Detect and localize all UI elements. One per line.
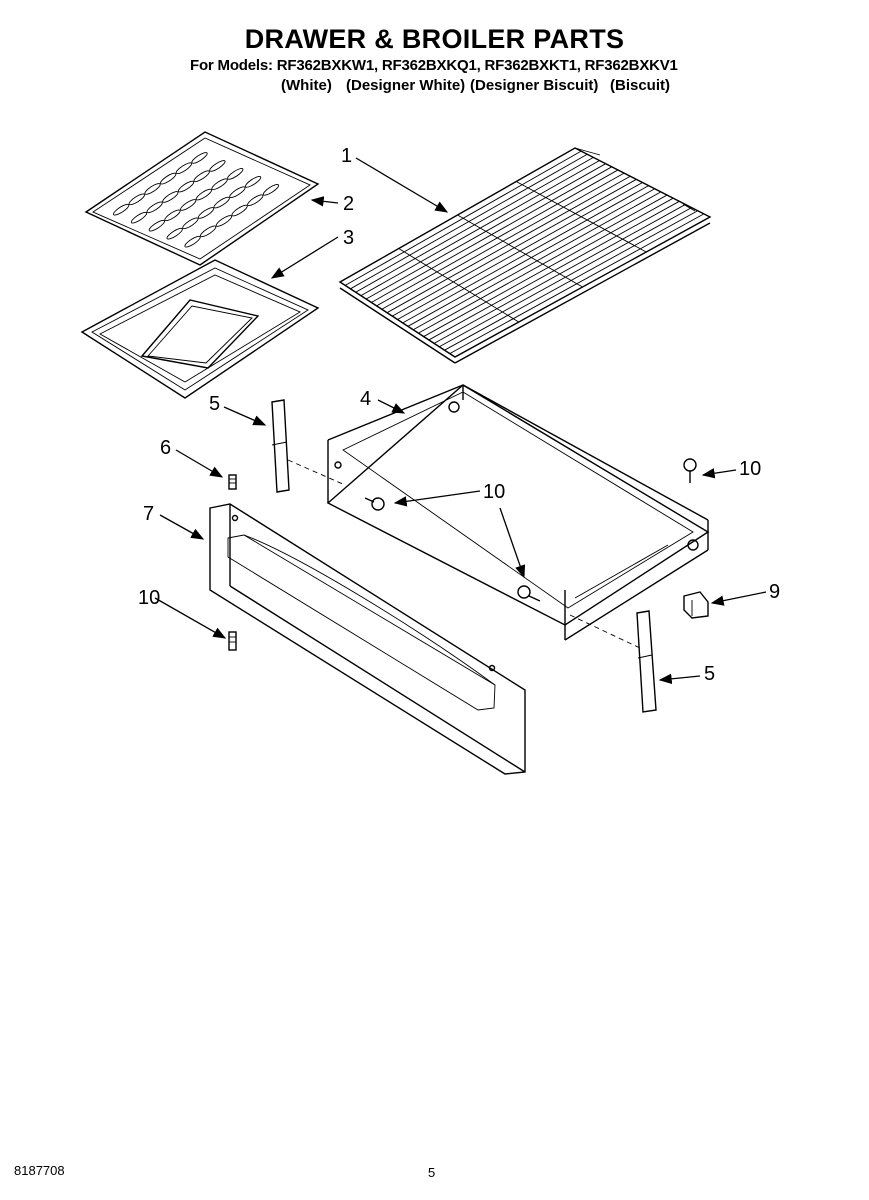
- drawer-front-panel: [209, 503, 526, 775]
- model-color-white: (White): [281, 77, 332, 94]
- drawer-slide-left: [271, 399, 290, 493]
- callout-6: 6: [160, 437, 171, 459]
- alignment-lines: [287, 459, 641, 649]
- screw-drawer-left: [364, 497, 385, 511]
- callout-10-drawer: 10: [483, 481, 505, 503]
- drawer-body: [326, 384, 710, 641]
- callout-10-right: 10: [739, 458, 761, 480]
- model-color-designer-biscuit: (Designer Biscuit): [470, 77, 599, 94]
- callout-leaders: [154, 157, 767, 685]
- page-title: DRAWER & BROILER PARTS: [244, 24, 625, 54]
- callout-10-front: 10: [138, 587, 160, 609]
- drawer-stud: [228, 474, 237, 490]
- drawer-slide-right: [636, 610, 657, 713]
- exploded-parts-diagram: 1 2 3 4 5 6 7 10 10 10 9 5: [80, 131, 780, 775]
- screw-drawer-center: [517, 585, 541, 602]
- drawer-rack: [338, 147, 712, 364]
- callout-3: 3: [343, 227, 354, 249]
- screw-drawer-right: [683, 458, 697, 483]
- callout-2: 2: [343, 193, 354, 215]
- page-number: 5: [428, 1165, 436, 1180]
- callout-7: 7: [143, 503, 154, 525]
- drawer-clip: [683, 591, 709, 619]
- screw-front: [228, 631, 237, 651]
- document-number: 8187708: [14, 1163, 65, 1178]
- callout-5-right: 5: [704, 663, 715, 685]
- model-color-biscuit: (Biscuit): [610, 77, 670, 94]
- model-color-designer-white: (Designer White): [346, 77, 466, 94]
- callout-1: 1: [341, 145, 352, 167]
- broiler-pan: [80, 259, 320, 399]
- model-list: For Models: RF362BXKW1, RF362BXKQ1, RF36…: [190, 57, 678, 74]
- callout-9: 9: [769, 581, 780, 603]
- broiler-grid: [84, 131, 320, 266]
- callout-4: 4: [360, 388, 371, 410]
- callout-5-left: 5: [209, 393, 220, 415]
